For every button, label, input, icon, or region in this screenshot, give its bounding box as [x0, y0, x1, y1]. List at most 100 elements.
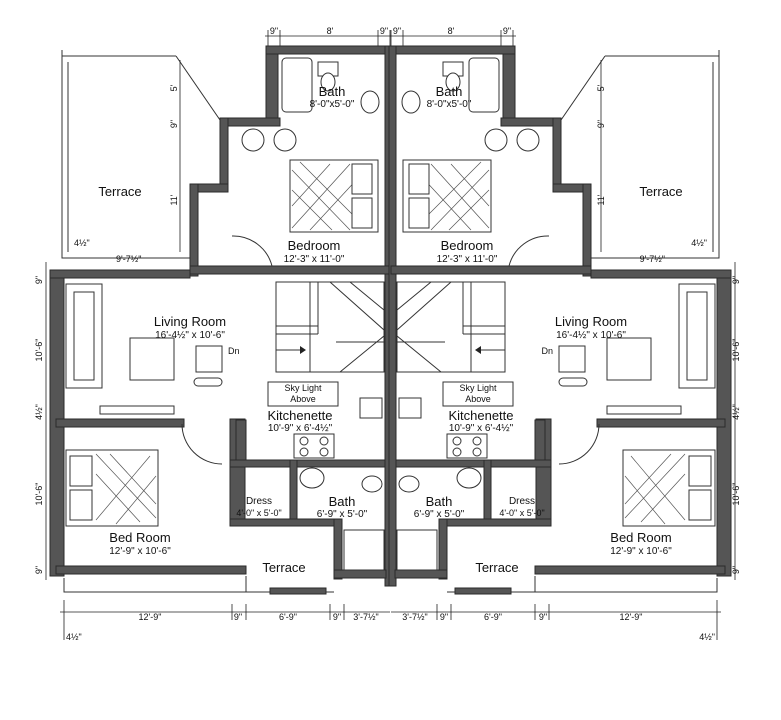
dress-size: 4'-0" x 5'-0" [499, 508, 544, 518]
dim-label: 10'-6" [34, 339, 44, 362]
living-room-label: Living Room [154, 314, 226, 329]
dim-label: 3'-7½" [402, 612, 427, 622]
sink-icon [456, 467, 482, 489]
bed-room-label: Bed Room [610, 530, 671, 545]
dim-label: 9'-7½" [640, 254, 665, 264]
kitchenette: Sky Light Above Kitchenette 10'-9" x 6'-… [267, 381, 383, 459]
dress-size: 4'-0" x 5'-0" [236, 508, 281, 518]
plan-left-half: 9" 8' 9" 5' 9" 11' Terrace [34, 26, 393, 642]
bath-mid-size: 6'-9" x 5'-0" [414, 509, 465, 520]
bath-top: Bath 8'-0"x5'-0" [401, 57, 500, 114]
dim-label: 4½" [66, 632, 82, 642]
bedroom-label: Bedroom [288, 238, 341, 253]
dim-label: 8' [448, 26, 455, 36]
skylight-sub: Above [465, 394, 491, 404]
living-room-size: 16'-4½" x 10'-6" [155, 330, 225, 341]
dim-label: 9" [731, 276, 741, 284]
bottom-dimension-chain: 12'-9" 9" 6'-9" 9" 3'-7½" 4½" [391, 600, 721, 642]
bedroom: Bedroom 12'-3" x 11'-0" [231, 128, 379, 267]
kitchenette: Sky Light Above Kitchenette 10'-9" x 6'-… [398, 381, 514, 459]
terrace-label: Terrace [639, 184, 682, 199]
dim-label: 5' [169, 84, 179, 91]
bedroom-size: 12'-3" x 11'-0" [437, 254, 498, 265]
dim-label: 9" [393, 26, 401, 36]
terrace-lower: Terrace [447, 560, 718, 595]
chair-icon [273, 128, 297, 152]
stove-icon [446, 433, 488, 459]
toilet-icon [398, 475, 420, 493]
dim-label: 5' [596, 84, 606, 91]
sink-icon [401, 90, 421, 114]
dim-label: 9" [333, 612, 341, 622]
terrace-top: 5' 9" 11' Terrace [560, 50, 720, 259]
dim-label: 10'-6" [731, 339, 741, 362]
bedroom-size: 12'-3" x 11'-0" [284, 254, 345, 265]
plan-right-half: 9" 8' 9" 5' 9" 11' Terrace [388, 26, 741, 642]
bed-room-lower: Bed Room 12'-9" x 10'-6" [65, 423, 223, 557]
terrace-lower-label: Terrace [262, 560, 305, 575]
kitchenette-label: Kitchenette [448, 408, 513, 423]
skylight-sub: Above [290, 394, 316, 404]
coffee-table-icon [129, 337, 175, 381]
kitchenette-size: 10'-9" x 6'-4½" [268, 423, 333, 434]
dim-label: 4½" [699, 632, 715, 642]
bed-room-size: 12'-9" x 10'-6" [610, 546, 672, 557]
dim-label: 4½" [74, 238, 90, 248]
sink-icon [359, 397, 383, 419]
dim-label: 8' [327, 26, 334, 36]
living-room-label: Living Room [555, 314, 627, 329]
dim-label: 12'-9" [620, 612, 643, 622]
bath-label: Bath [436, 84, 463, 99]
chair-icon [484, 128, 508, 152]
coffee-table-icon [606, 337, 652, 381]
dress-and-bath: Dress 4'-0" x 5'-0" Bath 6'-9" x 5'-0" [236, 467, 385, 571]
sink-icon [299, 467, 325, 489]
chair-icon [241, 128, 265, 152]
bath-label: Bath [319, 84, 346, 99]
dim-label: 4½" [731, 404, 741, 420]
dim-label: 9" [539, 612, 547, 622]
bedroom: Bedroom 12'-3" x 11'-0" [402, 128, 550, 267]
terrace-label: Terrace [98, 184, 141, 199]
bath-mid-label: Bath [426, 494, 453, 509]
staircase: Dn [228, 281, 385, 373]
terrace-lower: Terrace [63, 560, 334, 595]
dim-label: 4½" [34, 404, 44, 420]
dim-label: 9" [596, 120, 606, 128]
dim-label: 9'-7½" [116, 254, 141, 264]
left-dimension-chain: 4½" 9'-7½" 9" 10'-6" 4½" 10'-6" 9" [34, 238, 141, 580]
dim-label: 9" [380, 26, 388, 36]
bottom-dimension-chain: 12'-9" 9" 6'-9" 9" 3'-7½" 4½" [60, 600, 390, 642]
skylight-label: Sky Light [459, 383, 497, 393]
dim-label: 11' [596, 194, 606, 205]
dim-label: 3'-7½" [353, 612, 378, 622]
dn-label: Dn [541, 346, 553, 356]
bed-room-size: 12'-9" x 10'-6" [109, 546, 171, 557]
dim-label: 9" [270, 26, 278, 36]
armchair-icon [558, 345, 586, 373]
dim-label: 9" [440, 612, 448, 622]
living-room: Living Room 16'-4½" x 10'-6" [65, 283, 226, 415]
kitchenette-size: 10'-9" x 6'-4½" [449, 423, 514, 434]
skylight-label: Sky Light [284, 383, 322, 393]
sink-icon [360, 90, 380, 114]
bed-room-lower: Bed Room 12'-9" x 10'-6" [558, 423, 716, 557]
dress-label: Dress [246, 496, 272, 507]
top-dimension-chain: 9" 8' 9" [265, 26, 392, 48]
stove-icon [293, 433, 335, 459]
bath-mid-size: 6'-9" x 5'-0" [317, 509, 368, 520]
kitchenette-label: Kitchenette [267, 408, 332, 423]
dim-label: 4½" [691, 238, 707, 248]
toilet-icon [361, 475, 383, 493]
living-room-size: 16'-4½" x 10'-6" [556, 330, 626, 341]
dim-label: 6'-9" [484, 612, 502, 622]
walls [388, 45, 732, 587]
dn-label: Dn [228, 346, 240, 356]
bed-room-label: Bed Room [109, 530, 170, 545]
terrace-lower-label: Terrace [475, 560, 518, 575]
sink-icon [398, 397, 422, 419]
bath-top: Bath 8'-0"x5'-0" [281, 57, 380, 114]
chair-icon [516, 128, 540, 152]
terrace-top: 5' 9" 11' Terrace [61, 50, 221, 259]
